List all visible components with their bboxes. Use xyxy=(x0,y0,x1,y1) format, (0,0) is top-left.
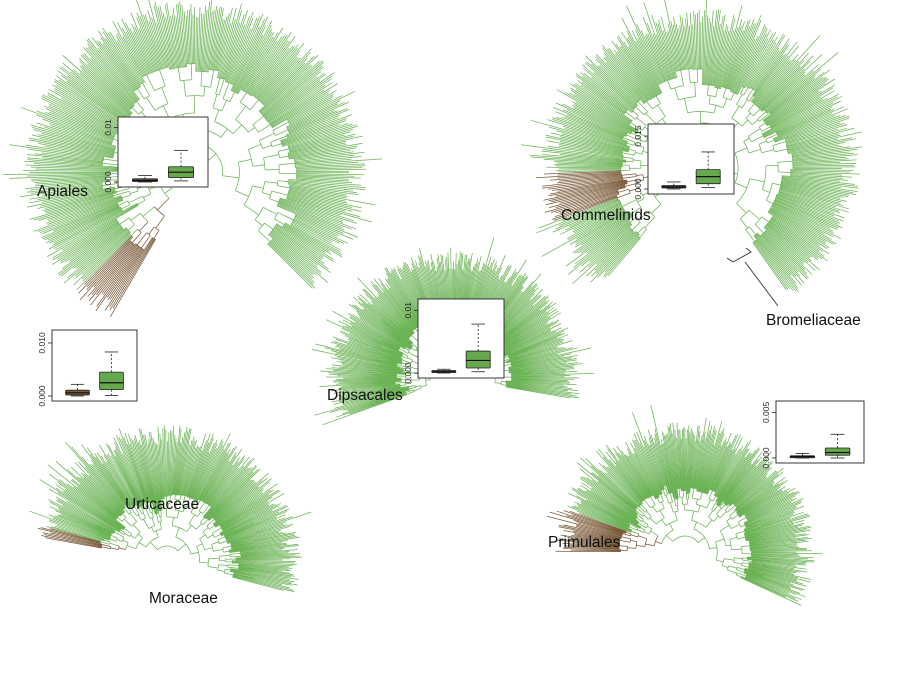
y-tick-label: 0.01 xyxy=(403,302,413,319)
box-green xyxy=(99,351,124,396)
tree-moraceae xyxy=(29,425,312,593)
trees-layer xyxy=(3,0,863,606)
y-tick-label: 0.005 xyxy=(761,401,771,423)
box-green xyxy=(465,323,491,373)
bromeliaceae-leader-line xyxy=(744,261,779,307)
boxplot-commelinids: 0.000 0.015 xyxy=(633,123,735,200)
box-brown xyxy=(65,383,90,397)
y-tick-label: 0.015 xyxy=(633,125,643,147)
boxplots-layer: 0.0000.010.0000.0150.0000.010.0000.0100.… xyxy=(37,116,865,469)
boxplot-frame xyxy=(417,298,505,379)
y-tick-label: 0.010 xyxy=(37,332,47,354)
tree-branches-brown xyxy=(547,510,662,553)
box-green xyxy=(167,149,194,182)
y-tick-label: 0.000 xyxy=(633,178,643,200)
y-tick-label: 0.000 xyxy=(103,171,113,193)
boxplot-primulales: 0.000 0.005 xyxy=(761,400,865,469)
boxplot-frame xyxy=(51,329,138,402)
iqr-box xyxy=(824,447,851,456)
y-tick-label: 0.01 xyxy=(103,119,113,136)
y-tick-label: 0.000 xyxy=(37,385,47,407)
tree-branches-brown xyxy=(535,165,661,221)
box-green xyxy=(695,151,721,188)
y-tick-label: 0.000 xyxy=(403,362,413,384)
boxplot-frame xyxy=(775,400,865,464)
tree-branches-brown xyxy=(37,527,126,550)
box-green xyxy=(824,433,851,459)
iqr-box xyxy=(99,371,124,391)
label-moraceae: Moraceae xyxy=(149,590,218,607)
box-brown xyxy=(431,368,457,374)
tree-branches-green xyxy=(29,425,312,593)
label-primulales: Primulales xyxy=(548,534,621,551)
boxplot-dipsacales: 0.000 0.01 xyxy=(403,298,505,384)
boxplot-frame xyxy=(117,116,209,188)
label-bromeliaceae: Bromeliaceae xyxy=(766,312,861,329)
tree-primulales xyxy=(547,404,823,606)
bromeliaceae-bracket xyxy=(726,247,752,263)
tree-apiales xyxy=(3,0,383,317)
y-tick-label: 0.000 xyxy=(761,447,771,469)
label-urticaceae: Urticaceae xyxy=(125,496,200,513)
label-dipsacales: Dipsacales xyxy=(327,387,403,404)
boxplot-apiales: 0.000 0.01 xyxy=(103,116,209,193)
box-brown xyxy=(789,453,816,459)
box-brown xyxy=(661,181,687,190)
tree-branches-brown xyxy=(78,198,170,317)
boxplot-frame xyxy=(647,123,735,195)
iqr-box xyxy=(465,350,491,369)
label-apiales: Apiales xyxy=(37,183,88,200)
label-commelinids: Commelinids xyxy=(561,207,651,224)
box-brown xyxy=(131,175,158,183)
boxplot-moraceae: 0.000 0.010 xyxy=(37,329,138,407)
tree-branches-green xyxy=(567,404,823,606)
